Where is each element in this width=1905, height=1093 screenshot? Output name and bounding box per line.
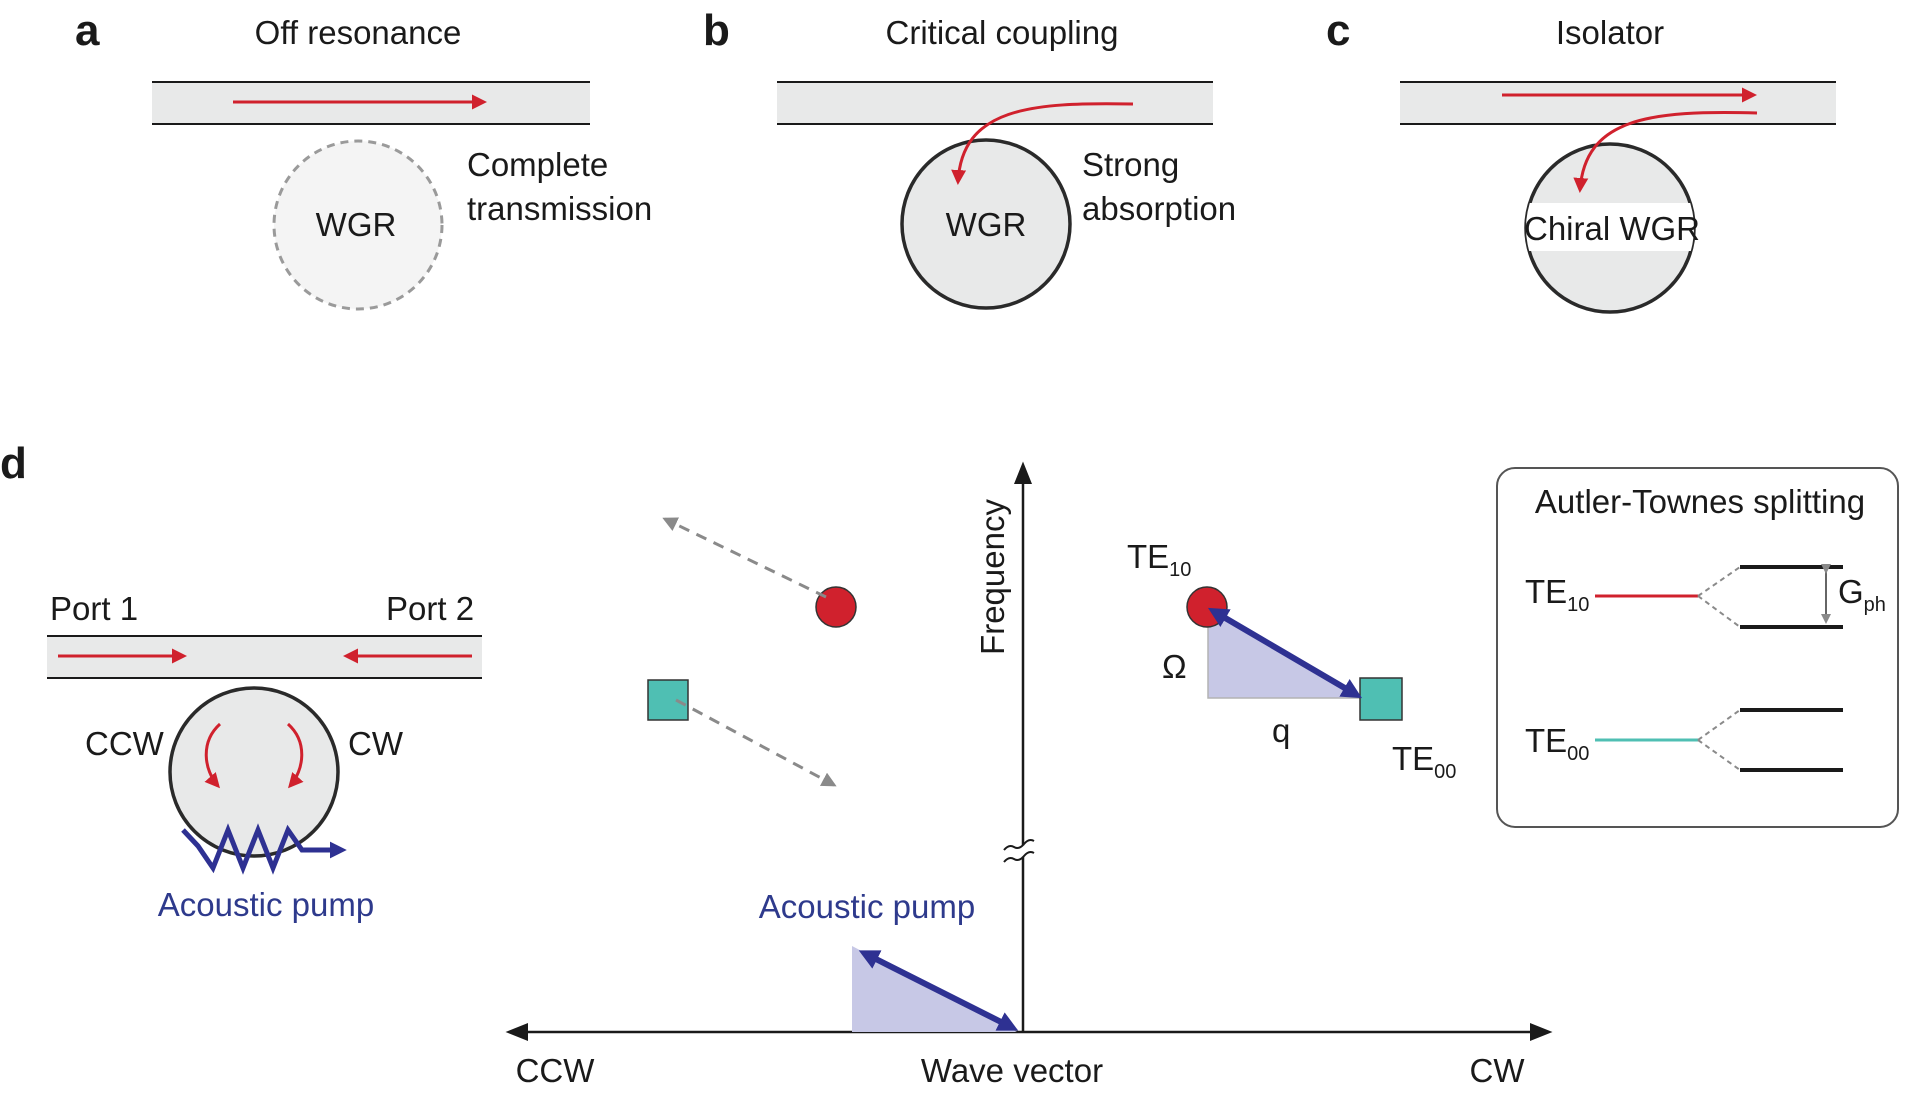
panel-c-title: Isolator [1556,14,1664,51]
panel-a-title: Off resonance [255,14,462,51]
x-left-label: CCW [516,1052,596,1089]
wgr-label-c: Chiral WGR [1524,210,1700,247]
te10-mode-cw [1186,586,1228,628]
waveguide-b [777,81,1213,125]
wgr-label-b: WGR [946,206,1027,243]
wgr-ring-critical [900,138,1072,310]
te10-label: TE10 [1127,538,1191,581]
transition-vector-arrow [1207,607,1363,699]
wgr-ring-d [168,686,340,858]
ccw-arrow [204,722,222,789]
te00-mode-cw [1359,677,1403,721]
acoustic-pump-wave [181,823,347,875]
te00-mode-ccw [647,679,689,721]
port-2-label: Port 2 [386,590,474,627]
wgr-ring-offres [272,139,444,311]
g-ph-label: Gph [1838,573,1886,616]
panel-b: b Critical coupling WGR Strong absorptio… [703,6,1236,310]
note-b-line2: absorption [1082,190,1236,227]
panel-letter-c: c [1326,6,1350,55]
panel-letter-b: b [703,6,730,55]
acoustic-pump-label-center: Acoustic pump [759,888,975,925]
cw-arrow [286,722,304,789]
frequency-axis-label: Frequency [974,499,1011,655]
te00-label: TE00 [1392,740,1456,783]
te10-mode-ccw [815,586,857,628]
dashed-arrow-upper [662,517,827,599]
note-b-line1: Strong [1082,146,1179,183]
autler-townes-inset [1496,467,1899,828]
pump-vector-arrow [858,950,1019,1031]
cw-label: CW [348,725,404,762]
axis-break-bottom [1003,851,1035,863]
panel-a: a Off resonance WGR Complete transmissio… [75,6,652,311]
axis-break-top [1003,839,1035,851]
note-a-line1: Complete [467,146,608,183]
note-a-line2: transmission [467,190,652,227]
absorption-arrow [951,102,1134,185]
inset-title: Autler-Townes splitting [1535,483,1865,520]
waveguide-c [1400,81,1836,125]
inset-te00-label: TE00 [1525,722,1589,765]
omega-label: Ω [1162,648,1187,685]
q-label: q [1272,712,1290,749]
dashed-arrow-lower [675,698,837,787]
port-1-label: Port 1 [50,590,138,627]
wgr-label-a: WGR [316,206,397,243]
panel-letter-a: a [75,6,100,55]
panel-b-title: Critical coupling [886,14,1119,51]
ccw-label: CCW [85,725,165,762]
chiral-band [1526,203,1694,251]
panel-letter-d: d [0,439,27,488]
panel-d: d Port 1 Port 2 CCW CW Acoustic pump Fre… [0,439,1899,1089]
panel-c: c Isolator Chiral WGR [1326,6,1836,314]
isolator-backward-arrow [1573,110,1758,193]
acoustic-pump-label-left: Acoustic pump [158,886,374,923]
wave-vector-axis-label: Wave vector [921,1052,1103,1089]
axis-break-mask [1006,841,1040,861]
inset-te10-label: TE10 [1525,573,1589,616]
x-right-label: CW [1470,1052,1526,1089]
